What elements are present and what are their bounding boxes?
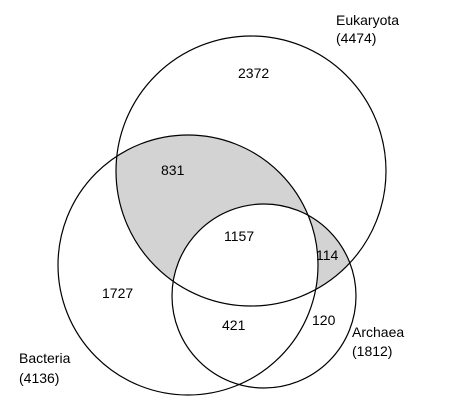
region-all-three: 1157 [224,228,254,244]
region-eukaryota-archaea-shade [172,204,356,306]
region-archaea-only: 120 [312,312,336,328]
archaea-label: Archaea [352,324,404,340]
bacteria-circle [57,134,319,396]
region-eukaryota-only: 2372 [238,65,269,81]
region-bacteria-archaea: 421 [222,317,246,333]
region-eukaryota-bacteria: 831 [161,162,185,178]
eukaryota-label: Eukaryota [336,12,399,28]
archaea-total: (1812) [352,343,392,359]
region-eukaryota-archaea: 114 [316,247,339,263]
highlight-regions [116,135,356,306]
archaea-circle [171,203,357,389]
eukaryota-circle [115,35,387,307]
bacteria-total: (4136) [19,370,59,386]
region-bacteria-only: 1727 [102,285,133,301]
eukaryota-total: (4474) [336,30,376,46]
bacteria-label: Bacteria [19,350,71,366]
